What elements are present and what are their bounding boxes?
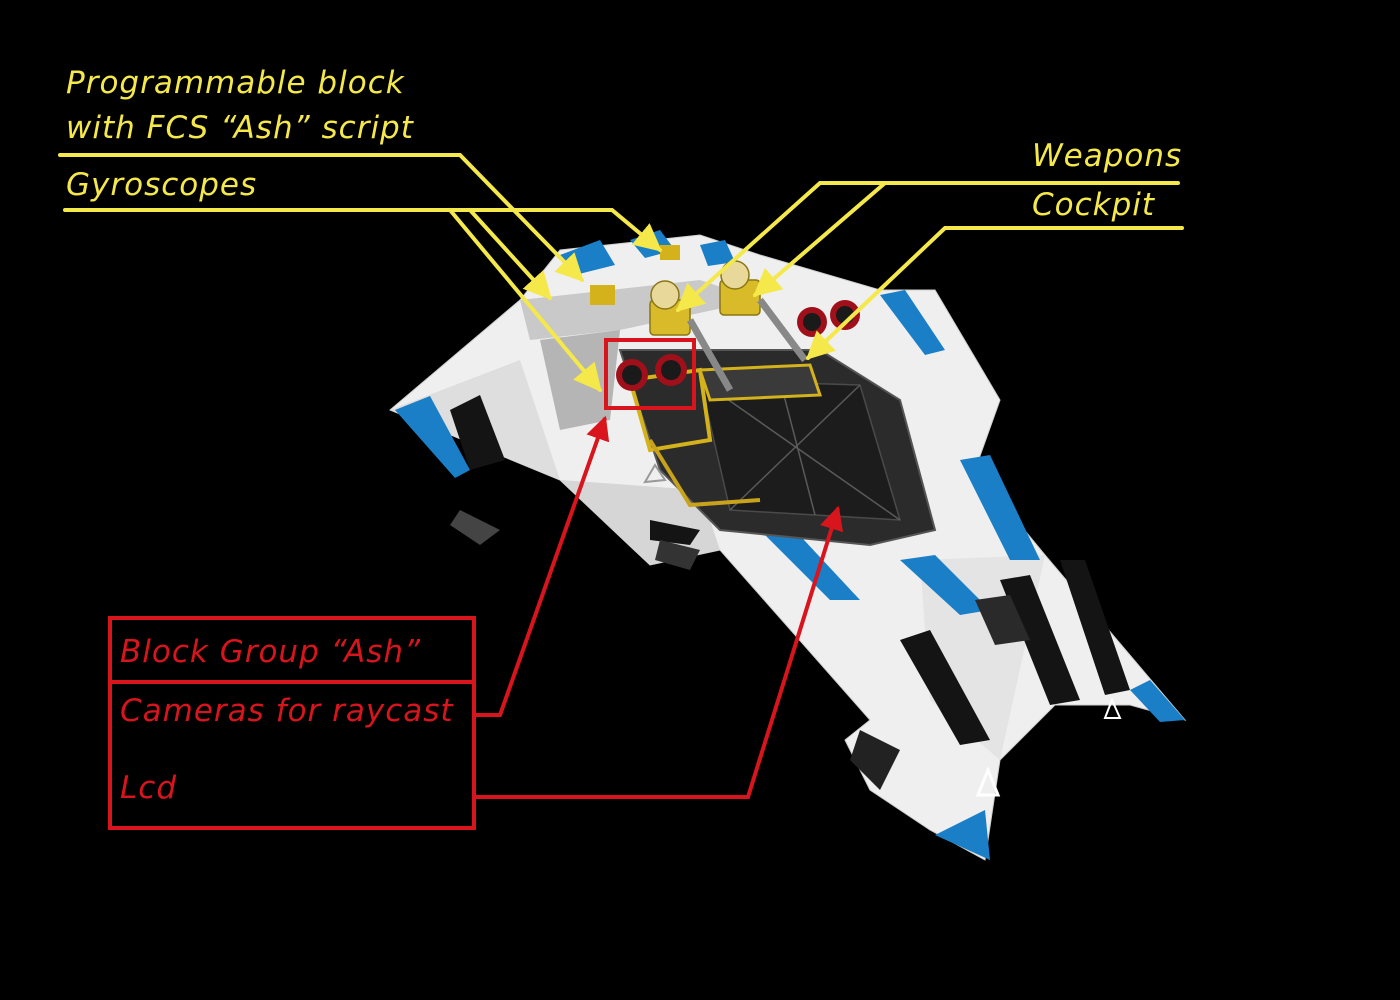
programmable-block-leader — [58, 153, 584, 283]
programmable-block-label-line2: with FCS “Ash” script — [66, 110, 414, 146]
gyroscopes-leader — [63, 208, 663, 252]
ship-render — [389, 230, 1187, 861]
lcd-leader — [474, 505, 844, 799]
cameras-label: Cameras for raycast — [120, 693, 454, 729]
gyroscopes-leader-2 — [468, 208, 552, 301]
gyroscopes-label: Gyroscopes — [66, 167, 258, 203]
weapons-leader-2 — [752, 181, 887, 297]
cameras-highlight-box — [604, 338, 696, 410]
weapons-label: Weapons — [1032, 138, 1183, 174]
gyroscopes-leader-3 — [448, 208, 602, 393]
weapons-leader — [675, 181, 1180, 312]
cameras-leader — [474, 415, 610, 717]
block-group-label: Block Group “Ash” — [120, 634, 422, 670]
cockpit-leader — [805, 226, 1184, 360]
lcd-label: Lcd — [120, 770, 177, 806]
block-group-box — [108, 616, 476, 830]
cockpit-label: Cockpit — [1032, 187, 1156, 223]
programmable-block-label-line1: Programmable block — [66, 65, 405, 101]
